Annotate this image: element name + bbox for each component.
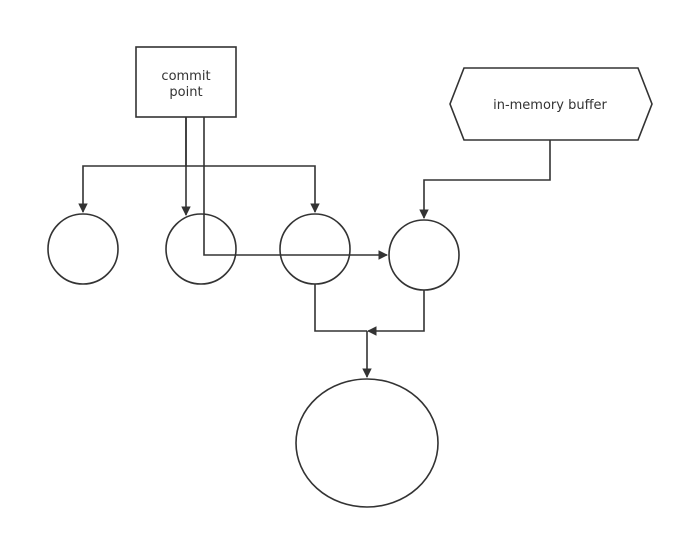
segment-circle-4[interactable]: [388, 219, 460, 291]
in-memory-buffer-node[interactable]: in-memory buffer: [449, 67, 653, 141]
in-memory-buffer-shape: [449, 67, 653, 141]
connector-commit-to-segment-4: [203, 117, 388, 260]
connector-commit-to-segment-1: [78, 117, 187, 213]
segment-circle-2[interactable]: [165, 213, 237, 285]
commit-point-node[interactable]: commit point: [135, 46, 237, 118]
connector-buffer-to-segment-4: [419, 140, 551, 219]
commit-point-box: [135, 46, 237, 118]
connector-segment-3-to-merge: [314, 284, 367, 332]
segment-circle-1[interactable]: [47, 213, 119, 285]
connector-segment-4-to-merge: [367, 290, 425, 336]
connector-commit-to-segment-3: [186, 165, 320, 213]
commit-point-label-line1: commit: [161, 69, 210, 84]
segment-circle-3[interactable]: [279, 213, 351, 285]
in-memory-buffer-label: in-memory buffer: [493, 98, 607, 113]
commit-point-label-line2: point: [169, 85, 202, 100]
merged-segment-circle[interactable]: [295, 378, 439, 508]
